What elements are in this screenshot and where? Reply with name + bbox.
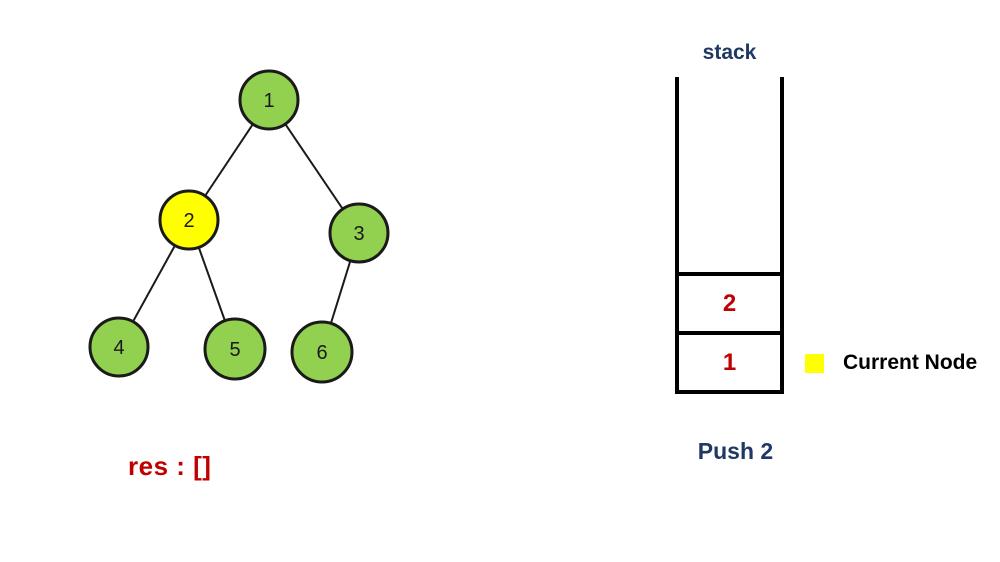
stack-cell: 2 <box>679 272 780 331</box>
binary-tree-diagram: 1 2 3 4 5 6 <box>88 69 390 384</box>
stack-cell-value: 2 <box>722 289 737 317</box>
stack-caption: Push 2 <box>697 438 774 464</box>
tree-node-2: 2 <box>158 189 220 251</box>
tree-node-label: 6 <box>316 342 327 364</box>
stack-cell: 1 <box>679 331 780 390</box>
tree-node-label: 1 <box>263 90 274 112</box>
tree-node-4: 4 <box>88 316 150 378</box>
tree-node-label: 4 <box>113 337 124 359</box>
tree-node-3: 3 <box>328 202 390 264</box>
tree-node-circle <box>203 317 267 381</box>
tree-node-label: 2 <box>183 210 194 232</box>
tree-node-1: 1 <box>238 69 300 131</box>
stack-cell-value: 1 <box>722 348 737 376</box>
result-text: res : [] <box>128 451 212 481</box>
current-node-swatch-icon <box>805 353 824 373</box>
tree-node-circle <box>328 202 390 264</box>
tree-node-circle <box>290 320 354 384</box>
tree-node-label: 5 <box>229 339 240 361</box>
tree-node-circle <box>238 69 300 131</box>
stack-title: stack <box>702 41 757 64</box>
tree-node-5: 5 <box>203 317 267 381</box>
tree-node-circle <box>88 316 150 378</box>
legend-label: Current Node <box>843 351 978 374</box>
current-node-legend: Current Node <box>805 351 977 375</box>
tree-node-label: 3 <box>353 223 364 245</box>
tree-node-6: 6 <box>290 320 354 384</box>
tree-node-circle-highlighted <box>158 189 220 251</box>
